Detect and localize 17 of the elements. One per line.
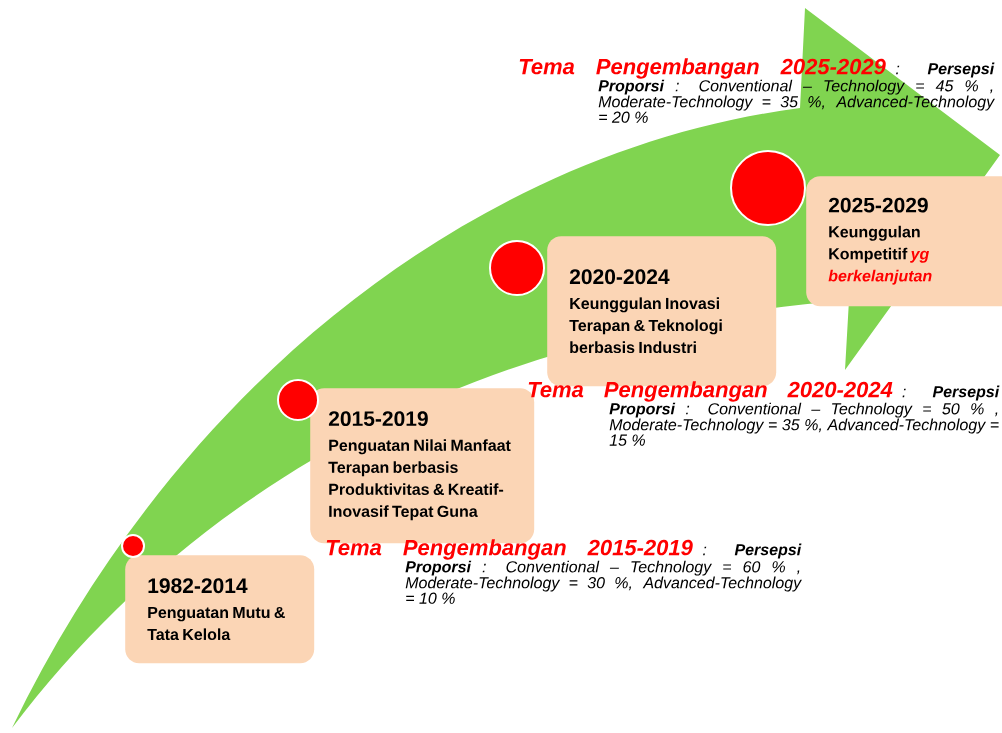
label: Proporsi : Conventional – Technology = 60 % ,: [405, 560, 800, 576]
label: = 20 %: [599, 111, 648, 123]
label: : Persepsi: [902, 385, 1000, 401]
dot: [730, 150, 806, 226]
milestone-box: 2025-2029 Keunggulan Kompetitif yg berkelanjutan: [806, 176, 1002, 307]
label: = 10 %: [406, 592, 455, 604]
label: : Persepsi: [703, 543, 802, 559]
dot: [489, 240, 545, 296]
label: 15 %: [609, 434, 645, 446]
label: Proporsi : Conventional – Technology = 50 % ,: [609, 402, 998, 418]
dot: [277, 379, 319, 421]
label: Moderate-Technology = 30 %, Advanced-Technology: [405, 576, 802, 592]
milestone-box: 1982-2014 Penguatan Mutu & Tata Kelola: [125, 555, 315, 664]
label: Moderate-Technology = 35 %, Advanced-Technology =: [609, 418, 999, 434]
label: : Persepsi: [896, 62, 995, 78]
dot: [121, 534, 145, 558]
label: Proporsi : Conventional – Technology = 45 % ,: [598, 79, 993, 95]
